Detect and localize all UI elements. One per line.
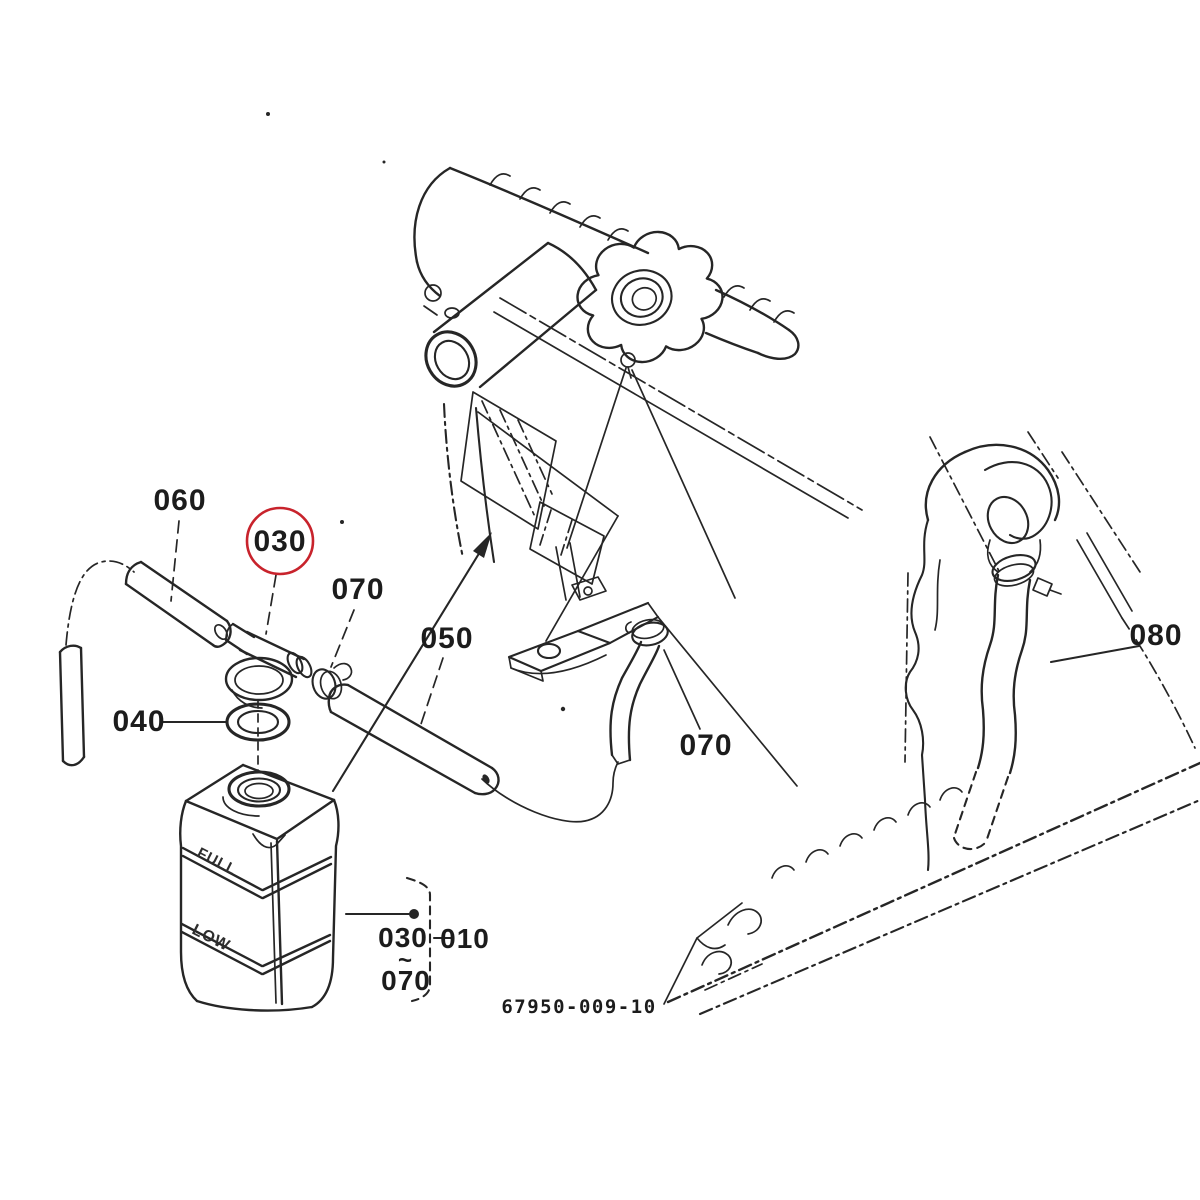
range-label-070: 070 (381, 965, 431, 996)
part-label-040: 040 (112, 705, 165, 738)
radiator-support (442, 367, 798, 787)
part-labels: 060 030 070 050 040 070 080 (112, 484, 1182, 762)
hose-060 (124, 560, 232, 648)
scan-specks (266, 112, 566, 712)
assy-label-010: 010 (440, 923, 490, 954)
joint-030 (224, 622, 313, 709)
mount-bracket (507, 629, 612, 682)
part-label-030: 030 (253, 525, 306, 558)
cap-stem (620, 352, 636, 379)
drawing-number: 67950-009-10 (501, 996, 656, 1018)
part-label-070-right: 070 (679, 729, 732, 762)
callout-leaders (161, 520, 1141, 919)
part-label-070-left: 070 (331, 573, 384, 606)
assembly-arrow (331, 532, 492, 793)
overflow-tube (58, 560, 135, 767)
channel-and-nut (555, 542, 607, 601)
tank-ribs (180, 846, 333, 976)
rail-hooks (771, 787, 963, 879)
reserve-tank: FULL LOW (179, 763, 340, 1012)
arrow-head (473, 532, 492, 558)
hose-050 (327, 683, 500, 796)
part-label-080: 080 (1129, 619, 1182, 652)
tank-mark-low: LOW (189, 921, 233, 954)
return-hose (481, 640, 661, 823)
part-label-060: 060 (153, 484, 206, 517)
range-tilde: ~ (398, 947, 412, 974)
frame-rails-top (493, 297, 1141, 573)
hose-clamp-070-right (625, 618, 669, 647)
frame-rail-bottom (663, 761, 1200, 1016)
bolt-detail (423, 284, 460, 319)
tank-neck (222, 770, 291, 817)
range-label-030: 030 (378, 922, 428, 953)
radiator-cap (565, 218, 735, 377)
hose-clamp-070-left (311, 662, 353, 700)
highlight-circle-030 (245, 506, 315, 576)
engine-top-assembly (413, 166, 800, 389)
part-label-050: 050 (420, 622, 473, 655)
assy-range-callout: 030 ~ 070 010 (378, 876, 490, 1003)
engine-right-assembly (904, 436, 1196, 872)
water-pipe-080 (952, 573, 1032, 851)
filler-neck (424, 241, 598, 389)
cooling-fins (489, 173, 795, 323)
gasket-040 (225, 699, 291, 773)
